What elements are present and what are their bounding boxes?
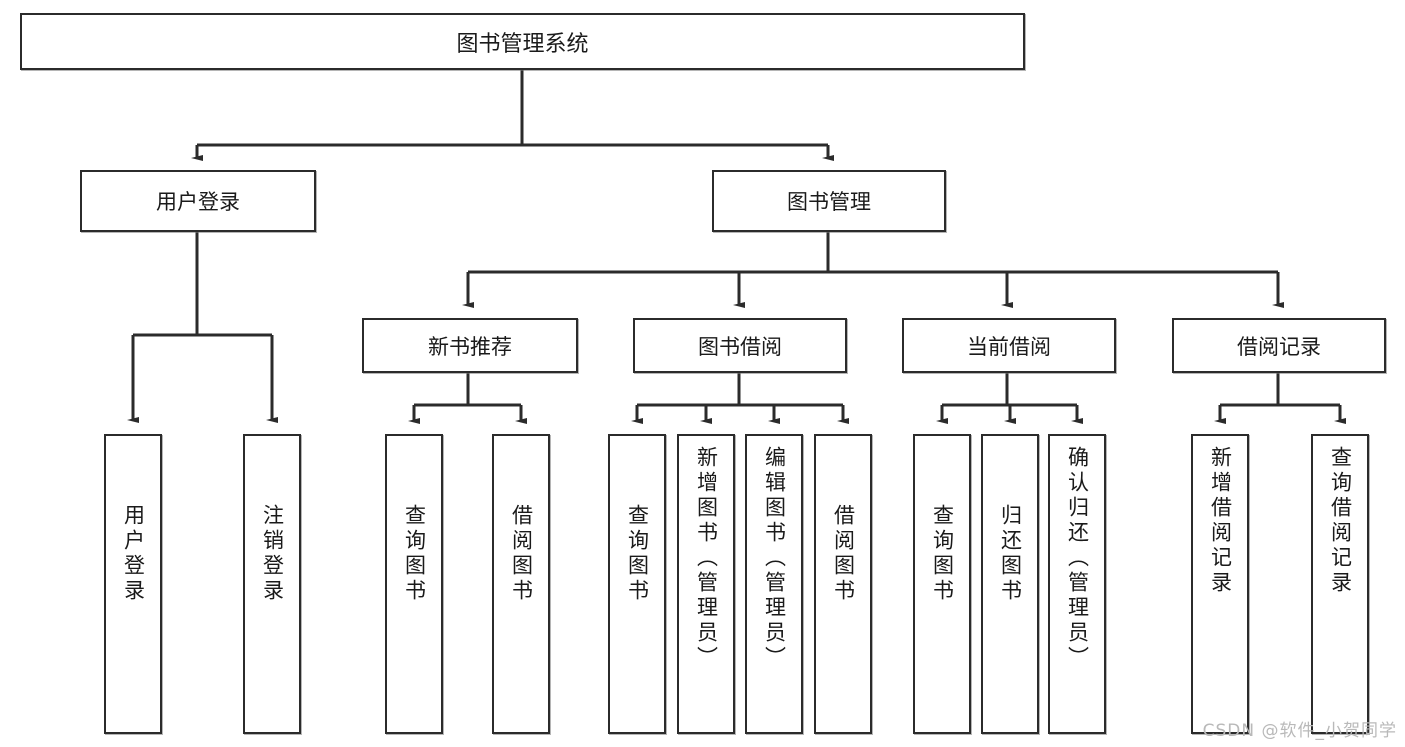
watermark: CSDN @软件_小贺同学: [1202, 721, 1397, 741]
node-book-borrow[interactable]: 图书借阅: [633, 318, 847, 373]
leaf-borrow-book-recommend[interactable]: 借阅图书: [492, 434, 550, 734]
node-root-system[interactable]: 图书管理系统: [20, 13, 1025, 70]
leaf-query-borrow-record-label: 查询借阅记录: [1328, 446, 1353, 596]
node-user-login-label: 用户登录: [156, 190, 240, 214]
leaf-borrow-book-label: 借阅图书: [831, 504, 856, 604]
node-current-borrow-label: 当前借阅: [967, 334, 1051, 359]
leaf-edit-book-admin-label: 编辑图书（管理员）: [762, 446, 787, 671]
leaf-user-login-label: 用户登录: [121, 504, 146, 604]
leaf-add-book-admin-label: 新增图书（管理员）: [694, 446, 719, 671]
leaf-query-book-borrow-label: 查询图书: [625, 504, 650, 604]
leaf-query-borrow-record[interactable]: 查询借阅记录: [1311, 434, 1369, 734]
node-book-management[interactable]: 图书管理: [712, 170, 946, 232]
leaf-return-book[interactable]: 归还图书: [981, 434, 1039, 734]
leaf-add-borrow-record-label: 新增借阅记录: [1208, 446, 1233, 596]
leaf-confirm-return-admin-label: 确认归还（管理员）: [1065, 446, 1090, 671]
leaf-query-book-current-label: 查询图书: [930, 504, 955, 604]
node-root-label: 图书管理系统: [456, 31, 589, 57]
leaf-confirm-return-admin[interactable]: 确认归还（管理员）: [1048, 434, 1106, 734]
leaf-edit-book-admin[interactable]: 编辑图书（管理员）: [745, 434, 803, 734]
leaf-query-book-borrow[interactable]: 查询图书: [608, 434, 666, 734]
leaf-query-book-recommend[interactable]: 查询图书: [385, 434, 443, 734]
node-user-login[interactable]: 用户登录: [80, 170, 316, 232]
leaf-add-borrow-record[interactable]: 新增借阅记录: [1191, 434, 1249, 734]
leaf-query-book-current[interactable]: 查询图书: [913, 434, 971, 734]
node-borrow-record-label: 借阅记录: [1237, 334, 1321, 359]
node-borrow-record[interactable]: 借阅记录: [1172, 318, 1386, 373]
leaf-user-logout[interactable]: 注销登录: [243, 434, 301, 734]
leaf-borrow-book-recommend-label: 借阅图书: [509, 504, 534, 604]
node-current-borrow[interactable]: 当前借阅: [902, 318, 1116, 373]
leaf-borrow-book[interactable]: 借阅图书: [814, 434, 872, 734]
node-book-borrow-label: 图书借阅: [698, 334, 782, 359]
leaf-user-login[interactable]: 用户登录: [104, 434, 162, 734]
leaf-return-book-label: 归还图书: [998, 504, 1023, 604]
node-book-management-label: 图书管理: [787, 190, 871, 214]
leaf-add-book-admin[interactable]: 新增图书（管理员）: [677, 434, 735, 734]
leaf-user-logout-label: 注销登录: [260, 504, 285, 604]
node-new-book-recommend-label: 新书推荐: [428, 334, 512, 359]
node-new-book-recommend[interactable]: 新书推荐: [362, 318, 578, 373]
leaf-query-book-recommend-label: 查询图书: [402, 504, 427, 604]
